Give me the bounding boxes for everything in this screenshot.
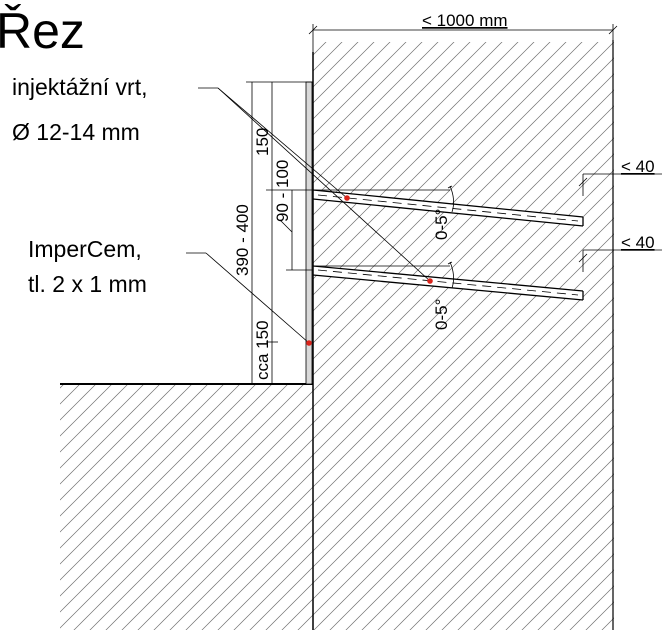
- impercem-point: [306, 340, 312, 346]
- leader-impercem: [186, 252, 310, 344]
- impercem-label: ImperCem,: [28, 236, 142, 262]
- edge-upper-label: < 40: [621, 157, 655, 176]
- injection-point-upper: [344, 195, 350, 201]
- wall-hatch: [313, 42, 614, 630]
- width-dimension-label: < 1000 mm: [422, 11, 508, 30]
- dimension-chain-total: [246, 81, 313, 385]
- edge-marker-lower: [578, 249, 662, 272]
- dim-top-label: 150: [253, 128, 272, 156]
- dim-total-label: 390 - 400: [233, 204, 252, 276]
- section-title: Řez: [0, 3, 85, 59]
- edge-lower-label: < 40: [621, 233, 655, 252]
- injection-point-lower: [427, 278, 433, 284]
- injection-label: injektážní vrt,: [12, 74, 148, 100]
- dim-spacing-label: 90 - 100: [273, 160, 292, 222]
- angle-indicator-upper: [313, 185, 454, 213]
- thickness-label: tl. 2 x 1 mm: [28, 271, 147, 297]
- dim-bottom-label: cca 150: [253, 320, 272, 380]
- dimension-chain-parts: [266, 82, 313, 384]
- soil-hatch: [60, 384, 313, 630]
- impercem-coating: [305, 81, 313, 385]
- angle-lower-label: 0-5°: [432, 299, 451, 330]
- angle-indicator-lower: [313, 261, 454, 289]
- angle-upper-label: 0-5°: [432, 209, 451, 240]
- width-dimension: [308, 24, 618, 52]
- drill-hole-upper: [312, 189, 584, 227]
- leader-injection: [198, 87, 431, 282]
- diameter-label: Ø 12-14 mm: [12, 119, 140, 145]
- drill-hole-lower: [312, 265, 584, 301]
- edge-marker-upper: [578, 173, 662, 196]
